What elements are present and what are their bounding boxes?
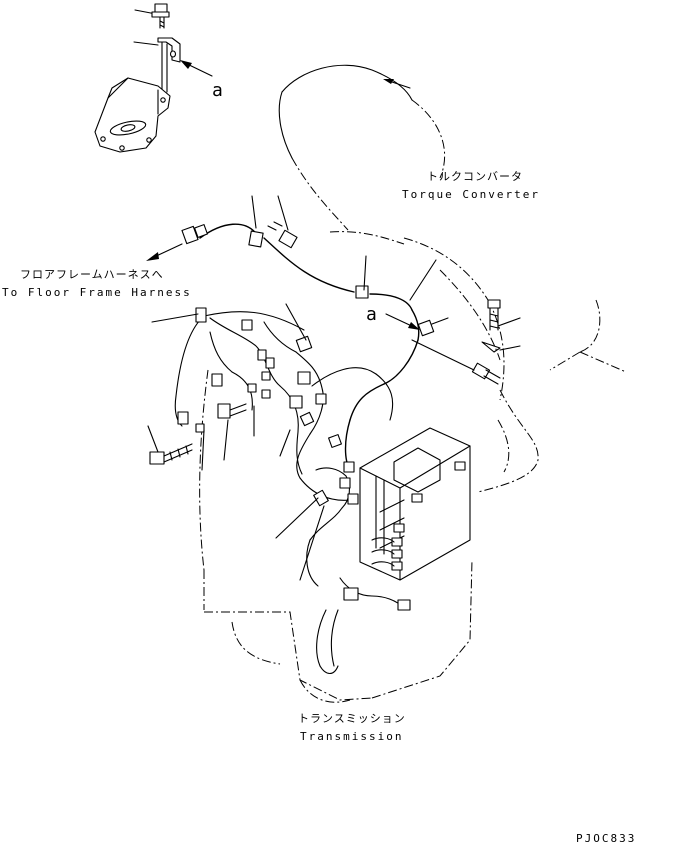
detail-mounting-plate (94, 77, 171, 153)
arrow-to-detail-a-top (180, 60, 213, 77)
detail-bracket (133, 37, 181, 93)
control-valve-block (359, 427, 471, 581)
transmission-outline (199, 369, 473, 703)
torque-converter-label-jp: トルクコンバータ (427, 170, 523, 183)
floor-harness-label-en: To Floor Frame Harness (2, 286, 192, 299)
bolt-right-upper (487, 299, 501, 331)
torque-converter-label-en: Torque Converter (402, 188, 540, 201)
harness-bolts (149, 221, 501, 465)
transmission-label-en: Transmission (300, 730, 403, 743)
bolt-right-lower (471, 362, 501, 385)
detail-ref-top: a (212, 80, 223, 101)
transmission-label: トランスミッション Transmission (298, 712, 406, 743)
floor-harness-label-jp: フロアフレームハーネスへ (20, 268, 164, 281)
leader-lines (147, 195, 521, 581)
main-wiring-harness (174, 223, 437, 675)
valve-connectors (371, 461, 466, 571)
transmission-label-jp: トランスミッション (298, 712, 406, 725)
detail-ref-mid: a (366, 304, 377, 325)
arrow-to-floor-harness (146, 243, 183, 261)
torque-converter-label: トルクコンバータ Torque Converter (383, 79, 540, 201)
bolt-center (217, 403, 247, 419)
bolt-tc-top (267, 221, 298, 249)
torque-converter-outline (278, 64, 627, 493)
detail-a-bracket-assembly: a (94, 3, 223, 153)
bolt-left-lower (149, 443, 193, 465)
clip-right (481, 341, 501, 353)
detail-bolt (134, 3, 170, 29)
arrow-to-detail-a-mid (385, 313, 420, 330)
drawing-code: PJOC833 (576, 832, 636, 845)
harness-connectors (177, 224, 435, 611)
